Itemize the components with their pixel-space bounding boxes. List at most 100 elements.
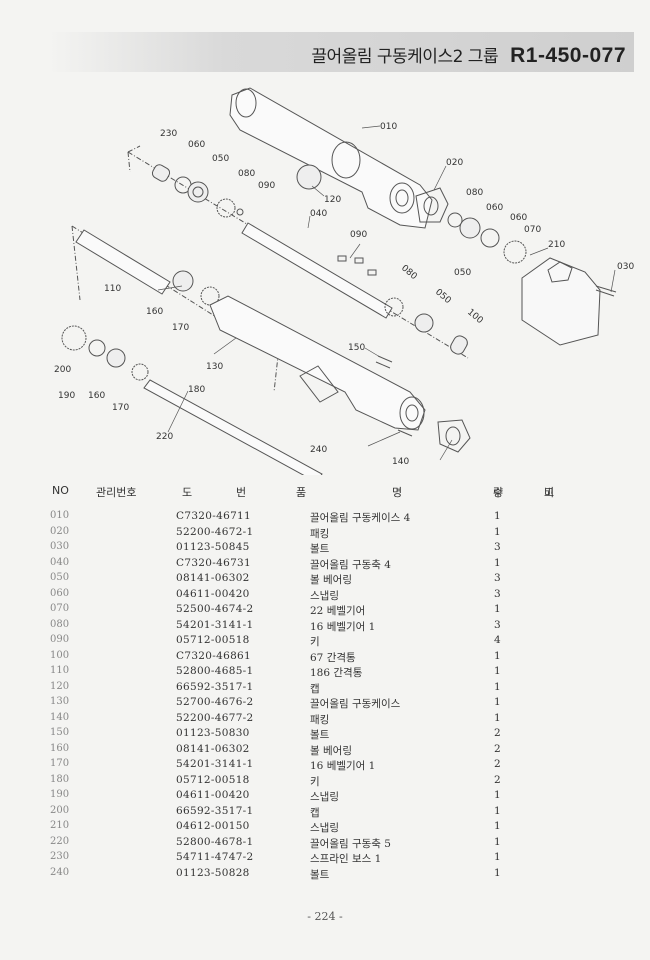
row-no: 080	[50, 618, 70, 630]
row-qty: 1	[494, 851, 501, 863]
row-no: 110	[50, 665, 70, 676]
label-190: 190	[58, 391, 75, 401]
row-part-name: 볼 베어링	[310, 744, 352, 757]
row-part-name: 볼트	[310, 543, 330, 555]
label-090-mid: 090	[350, 230, 367, 240]
row-part-name: 키	[310, 775, 320, 788]
row-qty: 3	[494, 618, 501, 631]
row-part-number: 08141-06302	[176, 742, 250, 755]
row-part-number: C7320-46861	[176, 649, 252, 662]
label-060-r1: 060	[486, 203, 503, 213]
exploded-parts-diagram: 230 060 050 080 090 010 020 120 040 080 …	[54, 87, 634, 475]
row-no: 070	[50, 603, 70, 614]
group-code: R1-450-077	[510, 44, 626, 67]
row-part-name: 22 베벨기어	[310, 605, 366, 617]
row-qty: 4	[494, 634, 501, 646]
row-qty: 1	[494, 789, 501, 801]
row-no: 100	[50, 649, 70, 661]
row-no: 120	[50, 680, 70, 692]
label-160: 160	[146, 307, 163, 317]
label-170-lo: 170	[112, 403, 129, 413]
row-no: 220	[50, 835, 70, 847]
label-050-r: 050	[454, 268, 471, 278]
table-row: 090 05712-00518 키 4	[0, 634, 650, 650]
row-qty: 1	[494, 556, 501, 569]
part-120-cap	[296, 164, 322, 190]
row-part-number: 01123-50830	[176, 727, 250, 739]
row-no: 240	[50, 866, 70, 878]
row-part-name: 16 베벨기어 1	[310, 760, 376, 772]
row-qty: 2	[494, 758, 501, 770]
row-part-name: 캡	[310, 806, 320, 819]
row-qty: 2	[494, 727, 501, 739]
header-drawing-2: 번	[236, 486, 247, 499]
row-part-name: 패킹	[310, 527, 330, 540]
label-120: 120	[324, 195, 341, 205]
row-part-name: 16 베벨기어 1	[310, 620, 376, 633]
label-200: 200	[54, 365, 71, 375]
row-qty: 1	[494, 649, 501, 662]
row-part-number: 52500-4674-2	[176, 603, 254, 615]
row-qty: 1	[494, 665, 501, 677]
row-part-number: 54711-4747-2	[176, 851, 254, 863]
row-part-number: 54201-3141-1	[176, 618, 254, 631]
row-part-name: 끌어올림 구동케이스	[310, 698, 401, 710]
label-080-r: 080	[466, 188, 483, 198]
label-210: 210	[548, 240, 565, 250]
row-part-number: 52800-4678-1	[176, 835, 254, 848]
row-qty: 3	[494, 587, 501, 600]
row-part-name: 키	[310, 636, 320, 648]
row-no: 050	[50, 572, 70, 583]
row-part-name: 볼트	[310, 729, 330, 741]
row-no: 090	[50, 634, 70, 645]
label-060-r2: 060	[510, 213, 527, 223]
row-part-name: 끌어올림 구동케이스 4	[310, 512, 411, 524]
row-part-number: 01123-50845	[176, 541, 250, 553]
label-020: 020	[446, 158, 463, 168]
header-no: NO	[52, 484, 69, 497]
label-150: 150	[348, 343, 365, 353]
page-number: - 224 -	[307, 910, 343, 923]
row-part-name: 끌어올림 구동축 5	[310, 837, 391, 850]
label-110: 110	[104, 284, 121, 294]
label-030: 030	[617, 262, 634, 272]
label-230: 230	[160, 129, 177, 139]
row-part-name: 볼트	[310, 868, 330, 881]
row-part-number: 08141-06302	[176, 572, 250, 584]
row-no: 200	[50, 804, 70, 816]
callout-labels: 230 060 050 080 090 010 020 120 040 080 …	[54, 122, 634, 467]
label-140: 140	[392, 457, 409, 467]
label-170: 170	[172, 323, 189, 333]
row-part-number: 66592-3517-1	[176, 804, 254, 817]
row-part-number: 05712-00518	[176, 634, 250, 646]
row-no: 230	[50, 851, 70, 862]
table-row: 080 54201-3141-1 16 베벨기어 1 3	[0, 619, 650, 635]
part-140-gasket	[437, 419, 471, 453]
label-070: 070	[524, 225, 541, 235]
row-no: 150	[50, 727, 70, 738]
row-part-number: 52200-4677-2	[176, 711, 254, 724]
row-part-name: 스냅링	[310, 589, 339, 602]
row-part-name: 스냅링	[310, 791, 339, 803]
row-qty: 1	[494, 696, 501, 708]
row-part-name: 스냅링	[310, 822, 339, 834]
table-row: 150 01123-50830 볼트 2	[0, 727, 650, 743]
group-title: 끌어올림 구동케이스2 그룹	[311, 47, 499, 67]
row-part-number: 66592-3517-1	[176, 680, 254, 693]
header-name-2: 명	[392, 486, 403, 499]
